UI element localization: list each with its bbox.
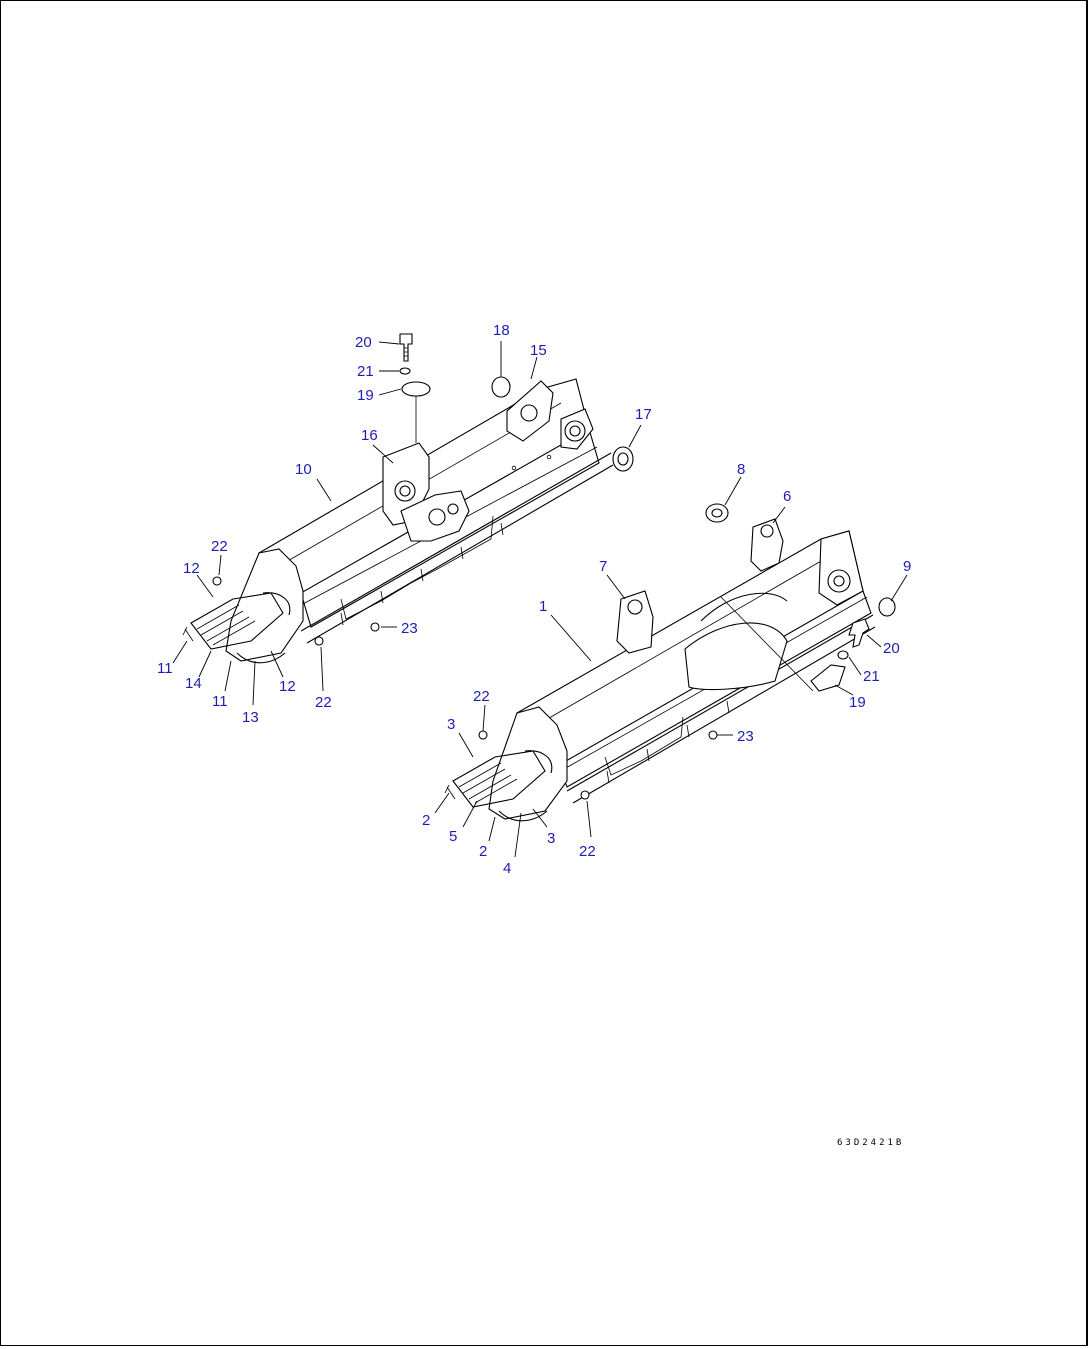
callout-label: 10 xyxy=(295,461,312,478)
callout-label: 21 xyxy=(357,363,374,380)
callout-label: 6 xyxy=(783,488,791,505)
callout-label: 9 xyxy=(903,558,911,575)
callout-label: 4 xyxy=(503,860,511,877)
right-callouts: 8 6 7 9 1 20 21 19 22 3 23 2 5 2 3 22 4 xyxy=(422,461,911,877)
callout-label: 11 xyxy=(157,660,173,677)
callout-label: 12 xyxy=(279,678,296,695)
callout-label: 22 xyxy=(579,843,596,860)
callout-label: 16 xyxy=(361,427,378,444)
callout-label: 2 xyxy=(422,812,430,829)
callout-label: 23 xyxy=(401,620,418,637)
callout-label: 15 xyxy=(530,342,547,359)
callout-label: 7 xyxy=(599,558,607,575)
callout-label: 13 xyxy=(242,709,259,726)
callout-label: 1 xyxy=(539,598,547,615)
left-callouts: 20 21 19 18 15 17 16 10 22 12 23 11 14 1… xyxy=(157,322,652,726)
callout-label: 23 xyxy=(737,728,754,745)
callout-label: 14 xyxy=(185,675,202,692)
callout-label: 18 xyxy=(493,322,510,339)
callout-label: 3 xyxy=(547,830,555,847)
callout-label: 12 xyxy=(183,560,200,577)
callout-label: 20 xyxy=(883,640,900,657)
callout-label: 20 xyxy=(355,334,372,351)
callout-label: 22 xyxy=(211,538,228,555)
callout-label: 17 xyxy=(635,406,652,423)
callout-label: 19 xyxy=(357,387,374,404)
left-track-frame xyxy=(182,333,634,664)
callout-label: 19 xyxy=(849,694,866,711)
leader-lines xyxy=(172,341,908,858)
callout-label: 8 xyxy=(737,461,745,478)
callout-label: 22 xyxy=(315,694,332,711)
drawing-code: 63D2421B xyxy=(837,1138,904,1148)
callout-label: 11 xyxy=(212,693,228,710)
callout-label: 21 xyxy=(863,668,880,685)
callout-label: 22 xyxy=(473,688,490,705)
callout-label: 3 xyxy=(447,716,455,733)
callout-label: 2 xyxy=(479,843,487,860)
right-track-frame xyxy=(444,503,896,822)
callout-label: 5 xyxy=(449,828,457,845)
